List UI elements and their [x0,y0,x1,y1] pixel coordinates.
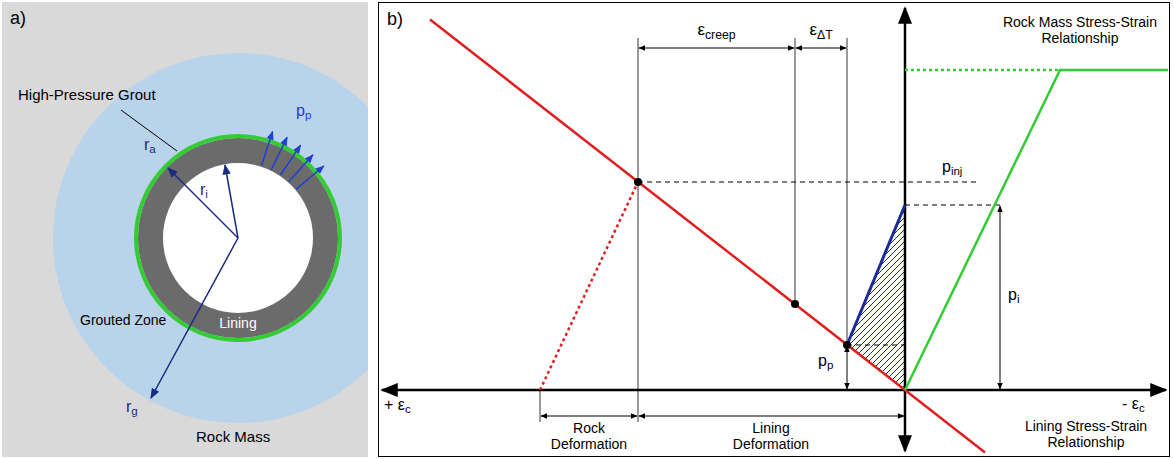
dimension-label-box: Lining Deformation [721,420,821,452]
pressure-label: pi [1008,286,1019,303]
dimension-arrows [541,48,1000,416]
panel-letter-box: a) [10,8,26,29]
rock-dotted-line [905,69,1060,72]
part-name: Rock Mass [196,428,270,445]
pressure-label-box: pp [296,102,311,120]
curve-label-box: Rock Mass Stress-Strain Relationship [993,14,1167,46]
pressure-label: pinj [942,158,962,175]
radius-label: rg [126,398,138,415]
part-name: Lining [219,315,256,331]
tunnel-section [53,53,368,423]
points [634,178,851,349]
strain-label: εcreep [697,20,735,39]
rock-line [905,70,1168,390]
blue-line [847,205,905,345]
panel-letter: a) [10,8,26,28]
dimension-label: Rock Deformation [551,420,627,452]
axis-label-box: + εc [384,396,411,414]
curve-label-box: Lining Stress-Strain Relationship [1008,418,1164,450]
grouted-zone [53,53,368,423]
dimension-label: Lining Deformation [733,420,809,452]
part-name-box: Lining [216,315,260,331]
curve-label: Rock Mass Stress-Strain Relationship [1003,14,1157,46]
radius-label-box: ra [144,136,156,154]
pressure-label: pp [296,102,311,119]
panel-letter-box: b) [387,9,403,30]
strain-label: εΔT [809,20,832,39]
dimension-label-box: Rock Deformation [540,420,638,452]
radius-label-box: rg [126,398,138,416]
rock-dotted-line [540,182,638,390]
pressure-label: pp [818,352,833,369]
radius-label: ri [200,181,208,198]
part-name: Grouted Zone [80,312,166,328]
part-name: High-Pressure Grout [18,86,156,103]
axis-label: + εc [384,396,411,413]
panel-letter: b) [387,9,403,29]
stress-strain-chart [382,8,1168,452]
radius-label: ra [144,136,156,153]
pressure-label-box: pp [818,352,833,370]
radius-arrows [151,165,238,398]
part-name-box: Rock Mass [196,428,270,445]
extension-lines [540,38,847,422]
lining-line [430,20,985,453]
curve-label: Lining Stress-Strain Relationship [1025,418,1147,450]
strain-label-box: εcreep [638,20,795,40]
axis-label-box: - εc [1122,395,1145,413]
hatched-area [847,205,905,390]
axis-label: - εc [1122,395,1145,412]
part-name-box: High-Pressure Grout [18,86,156,103]
pressure-label-box: pi [1008,286,1019,304]
pressure-label-box: pinj [942,158,962,176]
part-name-box: Grouted Zone [80,312,166,328]
radius-label-box: ri [200,181,208,199]
pore-pressure-arrows [262,132,324,190]
dashed-levels [638,182,1000,345]
strain-label-box: εΔT [795,20,847,40]
